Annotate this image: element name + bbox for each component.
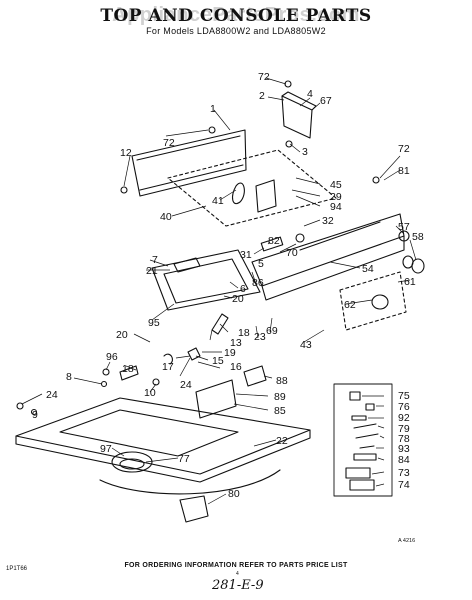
callout-54: 54: [362, 263, 374, 275]
callout-20: 20: [116, 329, 128, 341]
callout-96: 96: [106, 351, 118, 363]
callout-18: 18: [238, 327, 250, 339]
callout-95: 95: [148, 317, 160, 329]
callout-5: 5: [258, 258, 264, 270]
callout-89: 89: [274, 391, 286, 403]
callout-92: 92: [398, 412, 410, 424]
part-76-icon: [365, 403, 375, 411]
lid-frame: [151, 249, 261, 311]
callout-84: 84: [398, 454, 410, 466]
callout-16: 16: [230, 361, 242, 373]
callout-23: 23: [254, 331, 266, 343]
part-78-icon: [355, 433, 379, 439]
filter: [179, 495, 209, 523]
console-back-panel: [131, 129, 247, 197]
callout-12: 12: [120, 147, 132, 159]
callout-82: 82: [268, 235, 280, 247]
callout-7: 7: [152, 254, 158, 266]
timer-area-outline: [167, 149, 337, 227]
callout-74: 74: [398, 479, 410, 491]
callout-67: 67: [320, 95, 332, 107]
callout-76: 76: [398, 401, 410, 413]
callout-72: 72: [163, 137, 175, 149]
callout-18: 18: [122, 363, 134, 375]
callout-29: 29: [330, 191, 342, 203]
callout-45: 45: [330, 179, 342, 191]
callout-17: 17: [162, 361, 174, 373]
callout-31: 31: [240, 249, 252, 261]
callout-75: 75: [398, 390, 410, 402]
callout-1: 1: [210, 103, 216, 115]
part-74-icon: [349, 479, 375, 491]
page-title: TOP AND CONSOLE PARTS: [100, 6, 372, 26]
callout-20: 20: [232, 293, 244, 305]
handwritten-note: 281-E-9: [212, 578, 264, 593]
part-92-icon: [351, 415, 367, 421]
callout-21: 21: [146, 265, 158, 277]
callout-73: 73: [398, 467, 410, 479]
callout-15: 15: [212, 355, 224, 367]
callout-4: 4: [307, 88, 313, 100]
callout-61: 61: [404, 276, 416, 288]
part-84-icon: [353, 453, 377, 461]
callout-70: 70: [286, 247, 298, 259]
callout-13: 13: [230, 337, 242, 349]
part-93-icon: [359, 445, 375, 449]
diagram-code: A 4216: [398, 538, 416, 544]
callout-24: 24: [46, 389, 58, 401]
callout-72: 72: [258, 71, 270, 83]
callout-32: 32: [322, 215, 334, 227]
part-75-icon: [349, 391, 361, 401]
selector-knob: [371, 294, 389, 310]
callout-40: 40: [160, 211, 172, 223]
callout-80: 80: [228, 488, 240, 500]
callout-9: 9: [32, 409, 38, 421]
knob: [411, 258, 425, 274]
callout-19: 19: [224, 347, 236, 359]
callout-79: 79: [398, 423, 410, 435]
page-number: 4: [236, 571, 239, 577]
callout-78: 78: [398, 433, 410, 445]
callout-88: 88: [276, 375, 288, 387]
part-73-icon: [345, 467, 371, 479]
callout-3: 3: [302, 146, 308, 158]
tub-opening: [111, 451, 153, 473]
callout-58: 58: [412, 231, 424, 243]
bracket-assembly: [195, 379, 237, 419]
callout-41: 41: [212, 195, 224, 207]
callout-81: 81: [398, 165, 410, 177]
callout-72: 72: [398, 143, 410, 155]
callout-8: 8: [66, 371, 72, 383]
callout-62: 62: [344, 299, 356, 311]
document-code: 1P1T66: [6, 566, 28, 572]
pressure-switch: [243, 365, 267, 387]
callout-43: 43: [300, 339, 312, 351]
callout-24: 24: [180, 379, 192, 391]
callout-10: 10: [144, 387, 156, 399]
callout-69: 69: [266, 325, 278, 337]
switch: [260, 236, 284, 252]
watermark: AppliancePartsPros.com: [112, 4, 360, 26]
callout-57: 57: [398, 221, 410, 233]
callout-85: 85: [274, 405, 286, 417]
callout-6: 6: [240, 283, 246, 295]
timer: [255, 179, 277, 213]
callout-94: 94: [330, 201, 342, 213]
page-subtitle: For Models LDA8800W2 and LDA8805W2: [146, 26, 326, 36]
callout-22: 22: [276, 435, 288, 447]
ordering-footer: FOR ORDERING INFORMATION REFER TO PARTS …: [124, 562, 348, 569]
callout-97: 97: [100, 443, 112, 455]
callout-86: 86: [252, 277, 264, 289]
right-parts-box: [333, 383, 393, 497]
callout-93: 93: [398, 443, 410, 455]
part-79-icon: [353, 423, 377, 429]
callout-2: 2: [259, 90, 265, 102]
callout-77: 77: [178, 453, 190, 465]
